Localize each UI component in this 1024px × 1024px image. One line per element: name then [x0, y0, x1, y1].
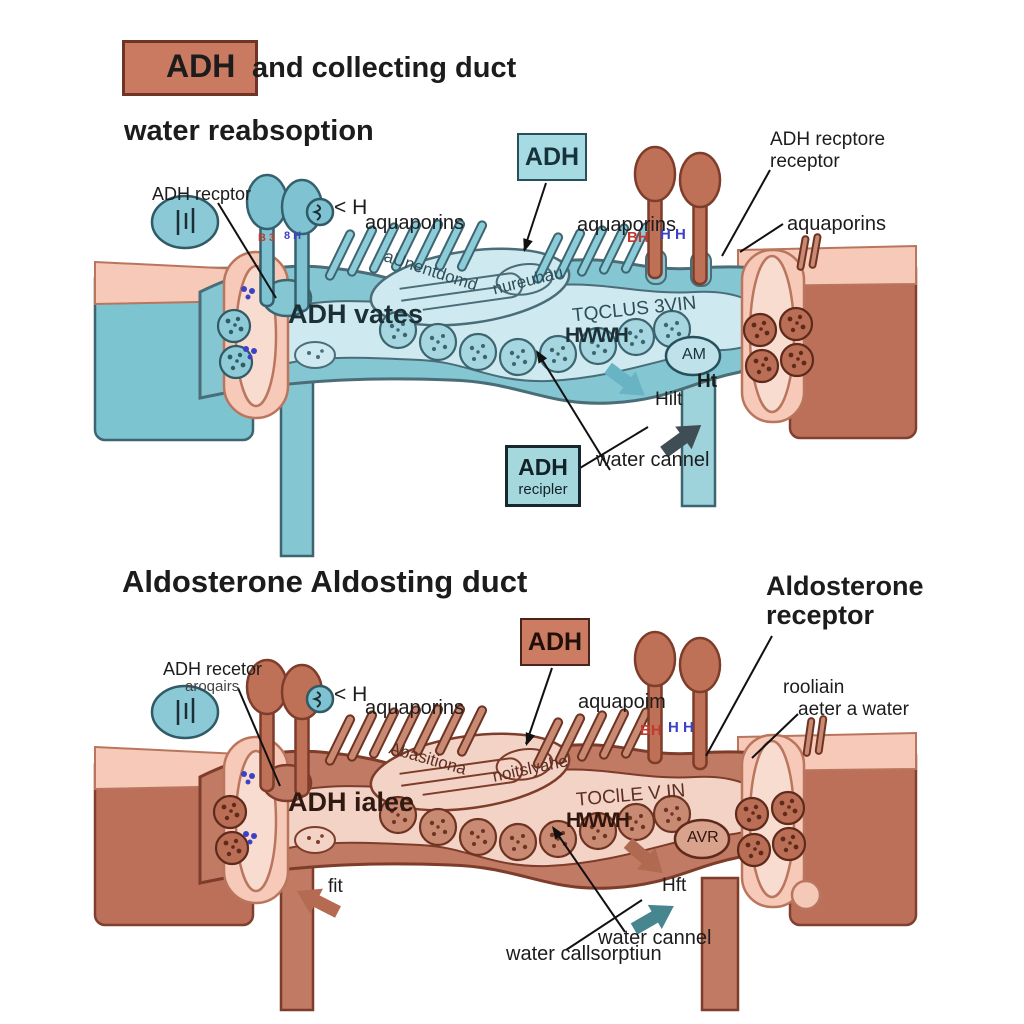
top-receptor-right-label-2: receptor	[770, 151, 840, 172]
bottom-aquaporins-left-label: aquaporins	[365, 697, 464, 719]
top-glyph-blue: H H	[660, 226, 686, 243]
bottom-vesicle-oval	[294, 826, 336, 854]
bottom-aquaporins-center-label: aquapoim	[578, 691, 666, 713]
top-am-oval	[664, 335, 722, 377]
bottom-glyph-red: BH	[640, 722, 662, 739]
bottom-receptor-title-1: Aldosterone	[766, 571, 924, 601]
top-tally-1: HWWH	[565, 324, 629, 347]
top-tally-2: Ht	[697, 371, 718, 392]
top-receptor-box-line2: recipler	[518, 481, 568, 498]
top-glyph-red: BH	[627, 229, 649, 246]
bottom-rool-label-2: aeter a water	[798, 699, 909, 720]
top-aquaporins-center-label: aquaporins	[577, 214, 676, 236]
top-hormone-circle	[305, 197, 335, 227]
bottom-hft-label: Hft	[662, 875, 687, 896]
bottom-avr-oval	[673, 818, 731, 860]
top-subtitle: water reabsoption	[124, 115, 374, 147]
bottom-duct-label: ADH ialee	[288, 787, 415, 817]
top-hilt-label: Hilt	[655, 389, 683, 410]
bottom-water-absorption-label: water callsorptiun	[506, 943, 662, 965]
top-vesicle-oval	[294, 341, 336, 369]
bottom-small-circle	[790, 879, 822, 911]
bottom-tally-1: HWWH	[566, 809, 630, 832]
bottom-hormone-circle	[305, 684, 335, 714]
bottom-fit-label: fit	[328, 876, 343, 897]
top-am-label: AM	[682, 346, 706, 363]
top-adh-box: ADH	[517, 133, 587, 181]
top-h-label: < H	[334, 196, 368, 219]
top-pointer-lines	[217, 169, 784, 471]
bottom-adh-box: ADH	[520, 618, 590, 666]
bottom-rool-label-1: rooliain	[783, 677, 845, 698]
bottom-right-thin-pins	[802, 715, 828, 757]
top-ion-dots	[241, 286, 257, 360]
top-title-rest: and collecting duct	[252, 52, 517, 84]
top-aquaporins-right-label: aquaporins	[787, 213, 886, 235]
top-aquaporins-left-label: aquaporins	[365, 212, 464, 234]
bottom-right-descending-duct	[700, 876, 740, 1012]
top-title-adh: ADH	[166, 48, 236, 84]
bottom-receptor-left-label-1: ADH recetor	[163, 659, 263, 679]
bottom-h-label: < H	[334, 683, 368, 706]
bottom-receptor-title-2: receptor	[766, 600, 875, 630]
bottom-glyph-blue: H H	[668, 719, 694, 736]
top-panel-illustration	[93, 145, 918, 558]
top-glyph-blue-small: 8 H	[284, 230, 302, 242]
bottom-avr-label: AVR	[687, 829, 719, 846]
top-duct-label: ADH vates	[288, 299, 424, 329]
bottom-receptor-left-label-2: aroqairs	[185, 678, 240, 695]
bottom-panel-illustration	[93, 630, 918, 1012]
bottom-pointer-lines	[237, 635, 799, 951]
top-receptor-icon	[150, 194, 220, 250]
top-glyph-red-small: B 3	[258, 232, 276, 244]
bottom-title: Aldosterone Aldosting duct	[122, 564, 528, 599]
top-receptor-right-label-1: ADH recptore	[770, 129, 886, 150]
top-water-channel-label: water cannel	[596, 449, 710, 471]
bottom-receptor-icon	[150, 684, 220, 740]
top-receptor-box-line1: ADH	[518, 454, 568, 480]
bottom-water-channel-label: water cannel	[598, 927, 712, 949]
top-receptor-left-label: ADH recptor	[152, 184, 252, 204]
top-right-thin-pins	[796, 233, 822, 271]
bottom-ion-dots	[241, 771, 257, 845]
top-title-box	[122, 40, 258, 96]
top-receptor-box: ADH recipler	[505, 445, 581, 507]
